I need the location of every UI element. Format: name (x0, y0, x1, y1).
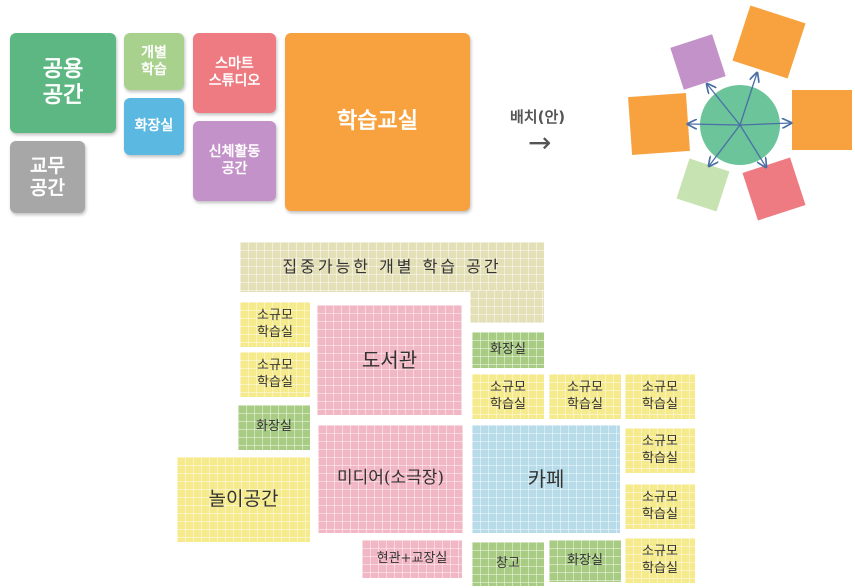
common-space-block: 공용 공간 (10, 33, 116, 133)
small-study-room: 소규모 학습실 (549, 374, 621, 419)
media-theater: 미디어(소극장) (318, 425, 463, 533)
restroom-block: 화장실 (124, 98, 184, 155)
physical-activity-block: 신체활동 공간 (193, 121, 276, 201)
radial-right-square (792, 90, 852, 150)
small-study-room: 소규모 학습실 (625, 484, 695, 529)
smart-studio-block: 스마트 스튜디오 (193, 33, 276, 113)
entrance-principal-office: 현관+교장실 (362, 540, 462, 578)
small-study-room: 소규모 학습실 (625, 374, 695, 419)
small-study-room: 소규모 학습실 (625, 538, 695, 583)
arrangement-label: 배치(안) (510, 108, 566, 126)
small-study-room: 소규모 학습실 (625, 428, 695, 473)
storage: 창고 (472, 542, 544, 586)
play-space: 놀이공간 (177, 457, 310, 542)
classroom-block: 학습교실 (285, 33, 470, 211)
small-study-room: 소규모 학습실 (240, 302, 310, 347)
small-study-room: 소규모 학습실 (240, 352, 310, 397)
individual-study-block: 개별 학습 (124, 33, 184, 90)
small-study-room: 소규모 학습실 (472, 374, 544, 419)
focus-study-space-extension (470, 290, 544, 323)
radial-left-square (628, 93, 690, 155)
restroom: 화장실 (549, 540, 621, 582)
radial-bottom-left-square (676, 158, 730, 212)
radial-top-left-square (670, 34, 726, 90)
radial-bottom-right-square (742, 157, 806, 221)
radial-top-right-square (732, 5, 806, 79)
focus-study-space: 집중가능한 개별 학습 공간 (240, 242, 544, 292)
cafe: 카페 (472, 425, 620, 533)
arrangement-arrow: → (528, 126, 552, 159)
library: 도서관 (317, 305, 462, 415)
restroom: 화장실 (472, 332, 544, 368)
restroom: 화장실 (238, 405, 310, 450)
staff-space-block: 교무 공간 (10, 141, 85, 213)
